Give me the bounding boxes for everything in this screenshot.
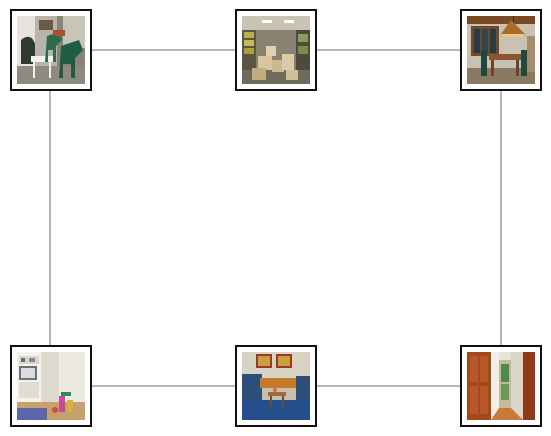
green-chairs-room-image [17, 16, 85, 84]
photo-node-wood-door-hallway[interactable] [460, 345, 542, 427]
storage-room-photo [242, 16, 310, 84]
photo-node-storage-room-boxes[interactable] [235, 9, 317, 91]
dining-room-photo [467, 16, 535, 84]
blue-sofa-lounge-image [242, 352, 310, 420]
photo-node-green-chairs-room[interactable] [10, 9, 92, 91]
storage-room-image [242, 16, 310, 84]
photo-node-blue-sofa-lounge[interactable] [235, 345, 317, 427]
blue-sofa-lounge-photo [242, 352, 310, 420]
photo-node-playroom[interactable] [10, 345, 92, 427]
photo-node-dining-room[interactable] [460, 9, 542, 91]
wood-door-hallway-image [467, 352, 535, 420]
playroom-image [17, 352, 85, 420]
playroom-photo [17, 352, 85, 420]
dining-room-image [467, 16, 535, 84]
green-chairs-room-photo [17, 16, 85, 84]
wood-door-hallway-photo [467, 352, 535, 420]
